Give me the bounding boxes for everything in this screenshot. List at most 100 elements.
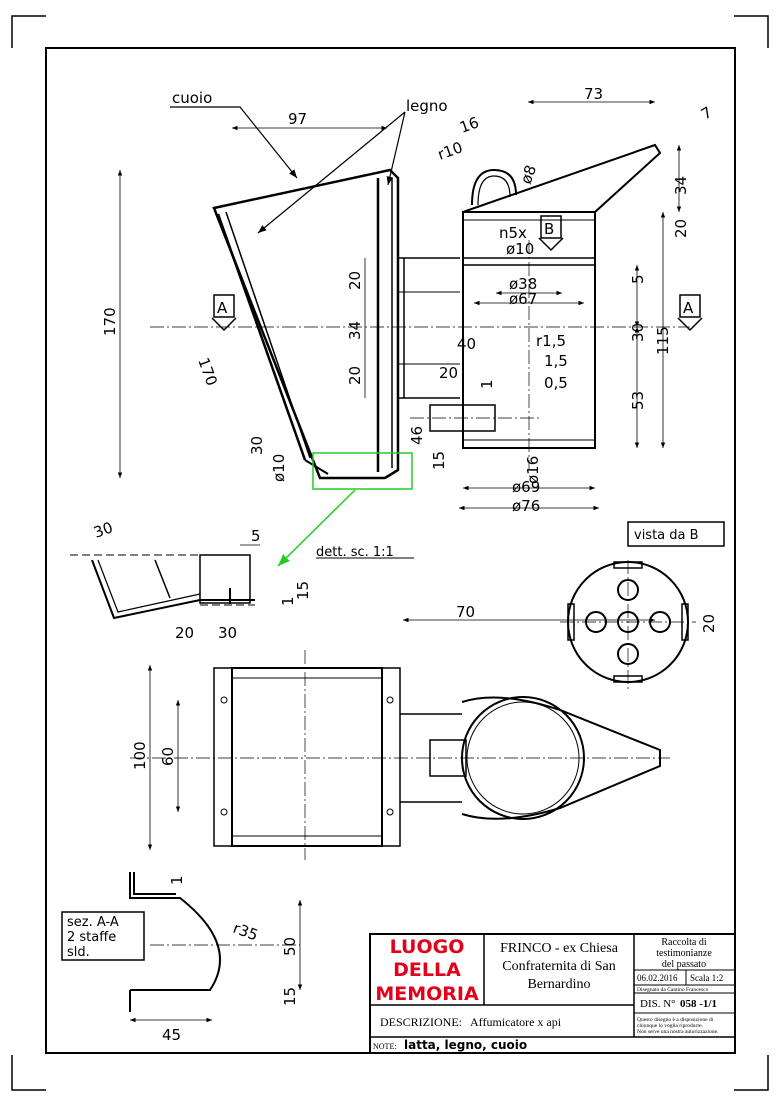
label-view-b: vista da B — [634, 528, 699, 543]
disclaimer-line1: Questo disegno è a disposizione di — [637, 1017, 714, 1023]
corner-marks — [11, 15, 769, 1091]
dis-number: 058 -1/1 — [680, 998, 717, 1010]
label-holes: n5x — [499, 224, 527, 242]
section-label-line3: sld. — [67, 945, 90, 960]
dim-46: 46 — [408, 426, 426, 445]
dim-170-diagonal: 170 — [194, 355, 221, 388]
disclaimer-line2: chiunque lo voglia riprodurre. — [637, 1023, 704, 1029]
top-dim-60: 60 — [159, 747, 177, 766]
dim-0-5: 0,5 — [544, 374, 568, 392]
project-line3: Bernardino — [528, 977, 591, 992]
detail-leader-arrow — [277, 489, 356, 567]
label-leaders — [170, 106, 406, 234]
detail-view — [70, 544, 260, 620]
dim-53: 53 — [629, 391, 647, 410]
dim-115: 115 — [654, 326, 672, 355]
note-label: NOTE: — [373, 1042, 397, 1051]
detail-dim-15: 15 — [294, 581, 312, 600]
logo-line1: LUOGO — [390, 936, 465, 958]
logo-line3: MEMORIA — [375, 983, 479, 1005]
dimension-lines — [117, 99, 682, 1023]
dim-73: 73 — [584, 85, 603, 103]
drawing-author: Disegnato da Cantino Francesco — [637, 987, 709, 993]
section-dim-15: 15 — [281, 987, 299, 1006]
label-cuoio: cuoio — [172, 89, 212, 107]
top-view — [213, 667, 661, 847]
dim-40: 40 — [457, 335, 476, 353]
detail-dim-30b: 30 — [218, 624, 237, 642]
dim-97: 97 — [288, 110, 307, 128]
description-value: Affumicatore x api — [470, 1015, 562, 1029]
dim-dia-67: ø67 — [509, 290, 537, 308]
disclaimer-line3: Non serve una nostra autorizzazione. — [637, 1029, 719, 1035]
section-label-box — [61, 911, 145, 961]
label-detail-scale: dett. sc. 1:1 — [316, 545, 394, 560]
dim-dia-76: ø76 — [512, 497, 540, 515]
view-mark-b — [538, 215, 564, 252]
dim-1-5: 1,5 — [544, 352, 568, 370]
dis-label: DIS. N° — [640, 998, 676, 1010]
section-dim-r35: r35 — [231, 919, 261, 945]
top-dim-100: 100 — [131, 741, 149, 770]
dim-7: 7 — [698, 103, 715, 123]
dim-dia-10-left: ø10 — [270, 454, 288, 482]
description-label: DESCRIZIONE: — [380, 1015, 462, 1029]
collection-line2: testimonianze — [656, 948, 712, 959]
dim-34: 34 — [346, 321, 364, 340]
view-letter-b: B — [544, 220, 554, 238]
bellows-side-view — [212, 168, 460, 480]
detail-dim-30: 30 — [91, 518, 115, 541]
section-dim-1: 1 — [168, 875, 186, 885]
dim-15: 15 — [430, 451, 448, 470]
section-letter-left: A — [217, 299, 228, 317]
project-line1: FRINCO - ex Chiesa — [500, 941, 619, 956]
dim-20-spout: 20 — [439, 364, 458, 382]
section-label-line1: sez. A-A — [67, 915, 119, 930]
logo-line2: DELLA — [393, 959, 461, 981]
dim-r10: r10 — [435, 138, 465, 164]
dim-20-right: 20 — [672, 219, 690, 238]
dim-30-right: 30 — [629, 323, 647, 342]
note-value: latta, legno, cuoio — [404, 1038, 527, 1052]
dim-dia-8: ø8 — [517, 163, 540, 187]
dim-30: 30 — [248, 436, 266, 455]
detail-dim-20: 20 — [175, 624, 194, 642]
section-label-line2: 2 staffe — [67, 930, 116, 945]
section-dim-50: 50 — [281, 937, 299, 956]
dimension-texts-right: 73 16 r10 ø8 7 34 20 n5x ø10 ø38 ø67 5 3… — [435, 85, 715, 515]
dimension-texts-main: 97 170 170 20 34 20 30 ø10 46 15 40 20 1 — [101, 110, 496, 482]
collection-line3: del passato — [662, 959, 706, 970]
project-line2: Confraternita di San — [502, 959, 616, 974]
section-a-a — [129, 872, 221, 1012]
label-legno: legno — [406, 97, 448, 115]
title-block — [369, 933, 736, 1054]
dim-r1-5: r1,5 — [536, 332, 566, 350]
dim-5: 5 — [629, 274, 647, 284]
top-dim-70: 70 — [456, 603, 475, 621]
detail-dim-1: 1 — [279, 596, 297, 606]
drawing-scale: Scala 1:2 — [690, 973, 723, 983]
dim-20-bottom: 20 — [346, 366, 364, 385]
detail-highlight-box — [312, 452, 413, 490]
dim-20-top: 20 — [346, 271, 364, 290]
section-letter-right: A — [683, 299, 694, 317]
firebox-side-view — [429, 143, 662, 449]
dim-34-right: 34 — [672, 176, 690, 195]
drawing-date: 06.02.2016 — [637, 973, 678, 983]
dim-dia-38: ø38 — [509, 275, 537, 293]
view-b-label-box — [627, 521, 725, 547]
section-dim-45: 45 — [162, 1026, 181, 1044]
section-mark-right — [677, 294, 703, 332]
dim-dia-16: ø16 — [524, 456, 542, 484]
dim-16: 16 — [457, 113, 481, 136]
view-b-dim-20: 20 — [700, 614, 718, 633]
dim-1: 1 — [478, 379, 496, 389]
collection-line1: Raccolta di — [661, 937, 706, 948]
dim-dia-10-right: ø10 — [506, 240, 534, 258]
dim-170-vertical: 170 — [101, 307, 119, 336]
center-lines — [130, 240, 696, 946]
dim-dia-69: ø69 — [512, 478, 540, 496]
detail-dim-5: 5 — [251, 527, 261, 545]
view-from-b — [567, 561, 689, 683]
